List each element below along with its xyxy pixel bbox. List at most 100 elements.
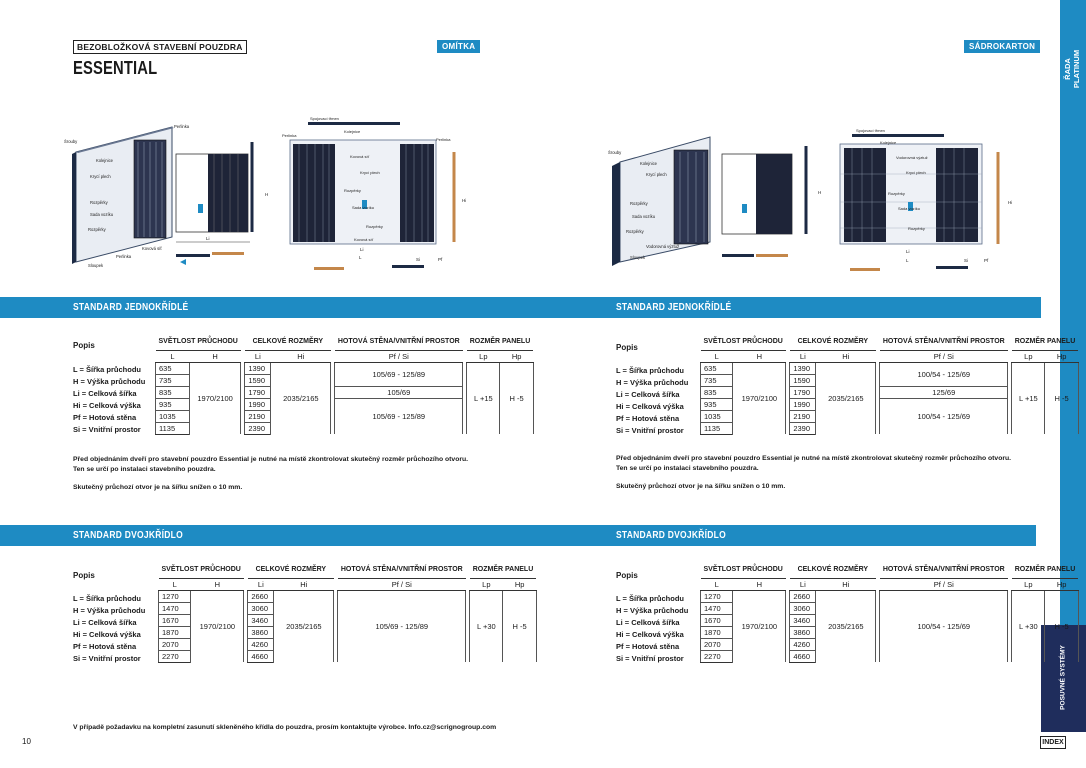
th-hi: Hi: [273, 578, 334, 591]
label-perlinka-2: Perlinka: [116, 254, 132, 259]
legend-item: L = Šířka průchodu: [73, 365, 142, 374]
label-sloupek: Sloupek: [88, 263, 104, 268]
pocket-frame-3d-c: [612, 136, 711, 266]
cell-h: 1970/2100: [732, 590, 787, 662]
th-hotova: HOTOVÁ STĚNA/VNITŘNÍ PROSTOR: [337, 564, 466, 579]
legend-item: L = Šířka průchodu: [616, 366, 685, 375]
label-b-kolejnice: Kolejnice: [344, 129, 361, 134]
cell-l: 1470: [157, 601, 192, 615]
legend-item: Li = Celková šířka: [73, 618, 137, 627]
cell-l: 1270: [157, 589, 192, 603]
legend-item: Hi = Celková výška: [616, 402, 684, 411]
th-panel: ROZMĚR PANELU: [1011, 564, 1079, 579]
th-h: H: [732, 578, 786, 591]
note-line-3: Skutečný průchozí otvor je na šířku sníž…: [73, 484, 243, 491]
section-title-single-right: STANDARD JEDNOKŘÍDLÉ: [616, 302, 732, 313]
cell-l: 1270: [699, 589, 734, 603]
th-h: H: [189, 350, 241, 363]
cell-pfsi: 105/69 - 125/89: [337, 590, 467, 662]
legend-double-right: L = Šířka průchodu H = Výška průchodu Li…: [616, 593, 688, 665]
legend-item: Pf = Hotová stěna: [73, 642, 137, 651]
front-view-a: [175, 142, 254, 265]
series-label: ŘADA PLATINUM: [1063, 49, 1081, 89]
cell-pfsi: 100/54 - 125/69: [879, 398, 1009, 434]
legend-single-right: L = Šířka průchodu H = Výška průchodu Li…: [616, 365, 688, 437]
cell-li: 1390: [244, 361, 272, 375]
th-hp: Hp: [499, 350, 534, 363]
label-b-sada-voziku: Sada vozíku: [352, 205, 374, 210]
th-lp: Lp: [1011, 578, 1045, 591]
legend-item: Si = Vnitřní prostor: [73, 425, 141, 434]
dim-li-a: Li: [206, 236, 210, 241]
label-b-kovova-sit-2: Kovová síť: [354, 237, 374, 242]
label-kryci-plech: Krycí plech: [90, 174, 111, 179]
label-b-kovova-sit-1: Kovová síť: [350, 154, 370, 159]
cell-lp: L +15: [466, 362, 501, 434]
label-c-rozperky-2: Rozpěrky: [626, 229, 645, 234]
th-hp: Hp: [1044, 578, 1079, 591]
popis-heading-single-left: Popis: [73, 341, 95, 350]
index-button[interactable]: INDEX: [1040, 736, 1066, 749]
cell-pfsi: 105/69 - 125/89: [334, 362, 464, 387]
cell-li: 1990: [789, 397, 817, 411]
label-b-perlinka-1: Perlinka: [282, 133, 297, 138]
section-bar-single-left: STANDARD JEDNOKŘÍDLÉ: [0, 297, 545, 318]
cell-l: 1035: [699, 409, 734, 423]
spec-table-double-right: SVĚTLOST PRŮCHODU CELKOVÉ ROZMĚRY HOTOVÁ…: [699, 564, 1079, 663]
th-hotova: HOTOVÁ STĚNA/VNITŘNÍ PROSTOR: [879, 336, 1008, 351]
note-line-1: Před objednáním dveří pro stavební pouzd…: [616, 455, 1012, 462]
label-c-rozperky-1: Rozpěrky: [630, 201, 649, 206]
technical-drawing-right: Šrouby Kolejnice Krycí plech Rozpěrky Sa…: [608, 128, 1012, 271]
cell-pfsi: 125/69: [879, 386, 1009, 399]
front-view-d: [839, 134, 1000, 271]
legend-item: Pf = Hotová stěna: [73, 413, 137, 422]
legend-item: L = Šířka průchodu: [73, 594, 142, 603]
cell-li: 2390: [244, 421, 272, 435]
cell-l: 935: [699, 397, 734, 411]
note-line-1: Před objednáním dveří pro stavební pouzd…: [73, 456, 469, 463]
cell-li: 3060: [789, 601, 817, 615]
cell-l: 635: [699, 361, 734, 375]
label-d-vodorovna-vyztuz: Vodorovná výztuž: [896, 155, 928, 160]
dim-hi-b: Hi: [462, 198, 466, 203]
cell-hi: 2035/2165: [273, 590, 335, 662]
cell-li: 2660: [247, 589, 275, 603]
label-b-spojovaci-trmen: Spojovací třmen: [310, 116, 339, 121]
th-hp: Hp: [1044, 350, 1079, 363]
legend-item: H = Výška průchodu: [73, 377, 146, 386]
th-li: Li: [789, 578, 816, 591]
label-d-sada-voziku: Sada vozíku: [898, 206, 920, 211]
cell-li: 4660: [247, 649, 275, 663]
cell-hp: H -5: [502, 590, 537, 662]
popis-heading-double-left: Popis: [73, 571, 95, 580]
cell-l: 835: [699, 385, 734, 399]
cell-hp: H -5: [1044, 362, 1079, 434]
label-c-srouby: Šrouby: [608, 150, 622, 155]
th-li: Li: [244, 350, 271, 363]
th-celkove: CELKOVÉ ROZMĚRY: [244, 336, 331, 351]
th-l: L: [700, 578, 733, 591]
th-h: H: [732, 350, 786, 363]
section-bar-double-right: STANDARD DVOJKŘÍDLO: [545, 525, 1036, 546]
dim-pf-b: Pf: [438, 257, 443, 262]
popis-heading-single-right: Popis: [616, 343, 638, 352]
legend-item: Pf = Hotová stěna: [616, 642, 680, 651]
th-svetlost: SVĚTLOST PRŮCHODU: [700, 336, 786, 351]
spec-table-single-right: SVĚTLOST PRŮCHODU CELKOVÉ ROZMĚRY HOTOVÁ…: [699, 336, 1079, 435]
th-pfsi: Pf / Si: [334, 350, 463, 363]
cell-hp: H -5: [499, 362, 534, 434]
cell-li: 2190: [244, 409, 272, 423]
cell-li: 3060: [247, 601, 275, 615]
label-c-sloupek: Sloupek: [630, 255, 646, 260]
dim-si-d: Si: [964, 258, 968, 263]
cell-hp: H -5: [1044, 590, 1079, 662]
cell-hi: 2035/2165: [815, 362, 877, 434]
technical-drawing-left: Perlinka Šrouby Kolejnice Krycí plech Ro…: [64, 116, 466, 270]
th-panel: ROZMĚR PANELU: [1011, 336, 1079, 351]
note-line-2: Ten se určí po instalaci stavebního pouz…: [73, 465, 216, 473]
cell-li: 2390: [789, 421, 817, 435]
th-hi: Hi: [815, 578, 876, 591]
category-label: BEZOBLOŽKOVÁ STAVEBNÍ POUZDRA: [73, 40, 247, 54]
th-h: H: [190, 578, 244, 591]
cell-li: 4660: [789, 649, 817, 663]
